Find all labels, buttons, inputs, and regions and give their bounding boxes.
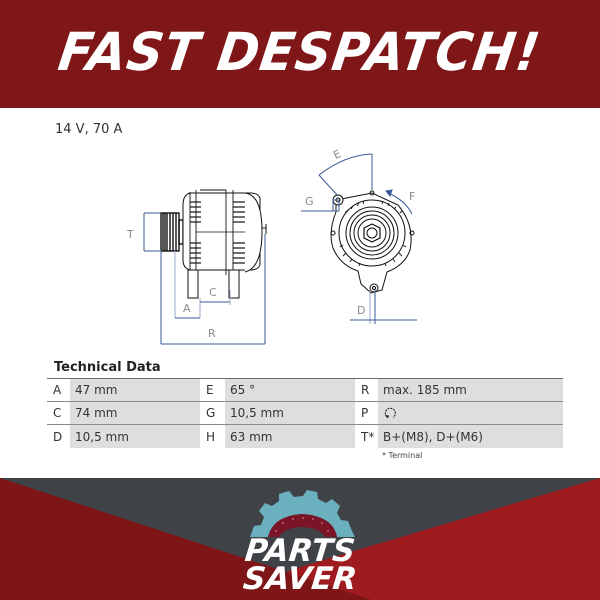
rotation-direction-cell [378, 402, 563, 424]
dimension-label: C [47, 402, 70, 424]
dimension-label: P [355, 402, 378, 424]
dimension-label: E [200, 379, 225, 401]
dimension-label: D [47, 425, 70, 448]
dimension-label: T* [355, 425, 378, 448]
dimension-label: A [47, 379, 70, 401]
table-row: A 47 mm E 65 ° R max. 185 mm [47, 379, 563, 402]
terminal-footnote: * Terminal [382, 451, 423, 460]
logo-text-saver: SAVER [241, 561, 359, 597]
dimension-label: R [355, 379, 378, 401]
dimension-value: 63 mm [225, 425, 355, 448]
table-row: D 10,5 mm H 63 mm T* B+(M8), D+(M6) [47, 425, 563, 448]
dimension-value: max. 185 mm [378, 379, 563, 401]
dimension-label: H [200, 425, 225, 448]
table-row: C 74 mm G 10,5 mm P [47, 402, 563, 425]
technical-data-table: A 47 mm E 65 ° R max. 185 mm C 74 mm G 1… [47, 378, 563, 448]
dimension-value: 10,5 mm [70, 425, 200, 448]
gear-icon [250, 490, 355, 537]
dimension-value: 74 mm [70, 402, 200, 424]
dimension-value: 65 ° [225, 379, 355, 401]
footer-red-right [210, 478, 600, 600]
rotation-direction-icon [384, 407, 396, 419]
technical-data-title: Technical Data [54, 360, 161, 375]
dimension-value: 47 mm [70, 379, 200, 401]
dimension-label: G [200, 402, 225, 424]
top-banner: FAST DESPATCH! [0, 0, 600, 108]
footer-red-left [0, 478, 372, 600]
dimension-value: 10,5 mm [225, 402, 355, 424]
product-rating: 14 V, 70 A [55, 122, 123, 137]
dimension-value: B+(M8), D+(M6) [378, 425, 563, 448]
